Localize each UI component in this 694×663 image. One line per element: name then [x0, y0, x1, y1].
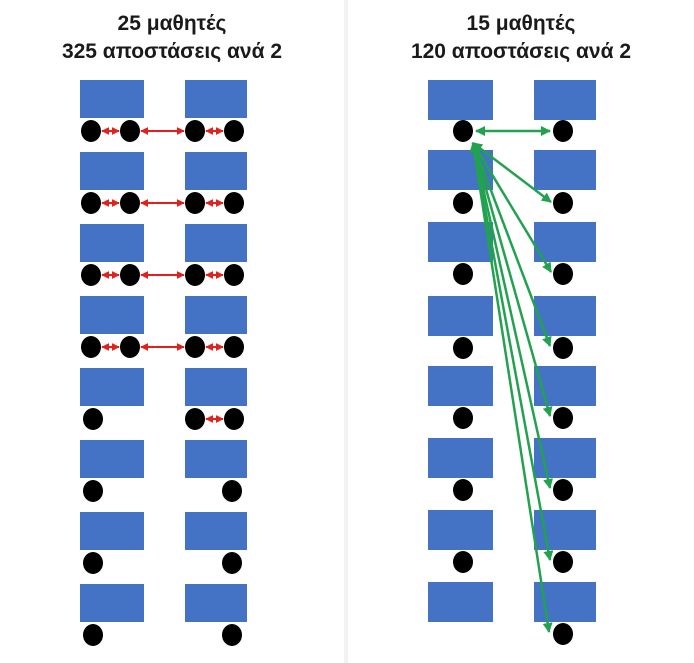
desk-right-col1-row3 — [428, 222, 493, 262]
student-left-row2-1 — [81, 192, 101, 214]
desk-right-col1-row1 — [428, 80, 493, 120]
student-right-col1-row3 — [453, 263, 473, 285]
left-title-line1: 25 μαθητές — [117, 12, 227, 35]
student-right-col1-row1 — [453, 120, 473, 142]
desk-right-col1-row4 — [428, 296, 493, 336]
student-right-col1-row2 — [453, 192, 473, 214]
desk-left-col2-row8 — [185, 584, 247, 622]
desk-left-col1-row1 — [80, 80, 144, 118]
right-classroom-diagram — [428, 80, 596, 645]
distance-arrow-right-8 — [469, 142, 553, 633]
student-left-row5-3 — [224, 408, 244, 430]
desk-right-col1-row7 — [428, 510, 493, 550]
desk-left-col1-row4 — [80, 296, 144, 334]
left-title: 25 μαθητές 325 αποστάσεις ανά 2 — [0, 10, 344, 66]
desk-left-col2-row1 — [185, 80, 247, 118]
student-right-col2-row5 — [553, 407, 573, 429]
desk-left-col1-row2 — [80, 152, 144, 190]
desk-right-col2-row3 — [534, 222, 596, 262]
desk-right-col1-row5 — [428, 366, 493, 406]
student-left-row4-2 — [120, 336, 140, 358]
student-right-col2-row3 — [553, 263, 573, 285]
right-title-line2: 120 αποστάσεις ανά 2 — [410, 40, 632, 63]
student-right-col2-row2 — [553, 192, 573, 214]
student-left-row5-1 — [83, 408, 103, 430]
student-right-col1-row6 — [453, 479, 473, 501]
student-left-row2-4 — [224, 192, 244, 214]
student-right-col2-row1 — [553, 120, 573, 142]
student-right-col2-row4 — [553, 337, 573, 359]
student-right-col1-row4 — [453, 337, 473, 359]
student-left-row4-4 — [224, 336, 244, 358]
left-classroom-diagram — [80, 80, 247, 646]
student-left-row5-2 — [185, 408, 205, 430]
desk-left-col1-row5 — [80, 368, 144, 406]
student-right-col2-row7 — [553, 551, 573, 573]
student-left-row7-1 — [83, 552, 103, 574]
student-left-row3-3 — [185, 264, 205, 286]
desk-right-col1-row8 — [428, 582, 493, 622]
student-left-row2-3 — [185, 192, 205, 214]
desk-left-col1-row8 — [80, 584, 144, 622]
student-left-row3-4 — [224, 264, 244, 286]
student-left-row8-2 — [222, 624, 242, 646]
student-left-row2-2 — [120, 192, 140, 214]
student-left-row4-1 — [81, 336, 101, 358]
student-left-row8-1 — [83, 624, 103, 646]
student-left-row1-1 — [81, 120, 101, 142]
desk-right-col2-row2 — [534, 150, 596, 190]
desk-left-col2-row6 — [185, 440, 247, 478]
student-left-row7-2 — [222, 552, 242, 574]
student-left-row3-2 — [120, 264, 140, 286]
student-left-row6-2 — [222, 480, 242, 502]
student-left-row1-3 — [185, 120, 205, 142]
left-title-line2: 325 αποστάσεις ανά 2 — [61, 40, 283, 63]
student-right-col2-row6 — [553, 479, 573, 501]
desk-left-col1-row3 — [80, 224, 144, 262]
student-right-col1-row5 — [453, 407, 473, 429]
desk-left-col2-row3 — [185, 224, 247, 262]
student-left-row3-1 — [81, 264, 101, 286]
desk-right-col2-row1 — [534, 80, 596, 120]
student-right-col1-row7 — [453, 551, 473, 573]
desk-left-col2-row7 — [185, 512, 247, 550]
student-left-row1-2 — [120, 120, 140, 142]
desk-left-col1-row6 — [80, 440, 144, 478]
student-right-col2-row8 — [553, 623, 573, 645]
student-left-row6-1 — [83, 480, 103, 502]
right-title: 15 μαθητές 120 αποστάσεις ανά 2 — [348, 10, 694, 66]
student-left-row1-4 — [224, 120, 244, 142]
desk-right-col2-row5 — [534, 366, 596, 406]
right-title-line1: 15 μαθητές — [466, 12, 576, 35]
student-left-row4-3 — [185, 336, 205, 358]
left-panel: 25 μαθητές 325 αποστάσεις ανά 2 — [0, 0, 344, 663]
desk-left-col2-row4 — [185, 296, 247, 334]
right-panel: 15 μαθητές 120 αποστάσεις ανά 2 — [348, 0, 694, 663]
desk-left-col2-row5 — [185, 368, 247, 406]
desk-left-col1-row7 — [80, 512, 144, 550]
desk-right-col1-row6 — [428, 438, 493, 478]
desk-left-col2-row2 — [185, 152, 247, 190]
